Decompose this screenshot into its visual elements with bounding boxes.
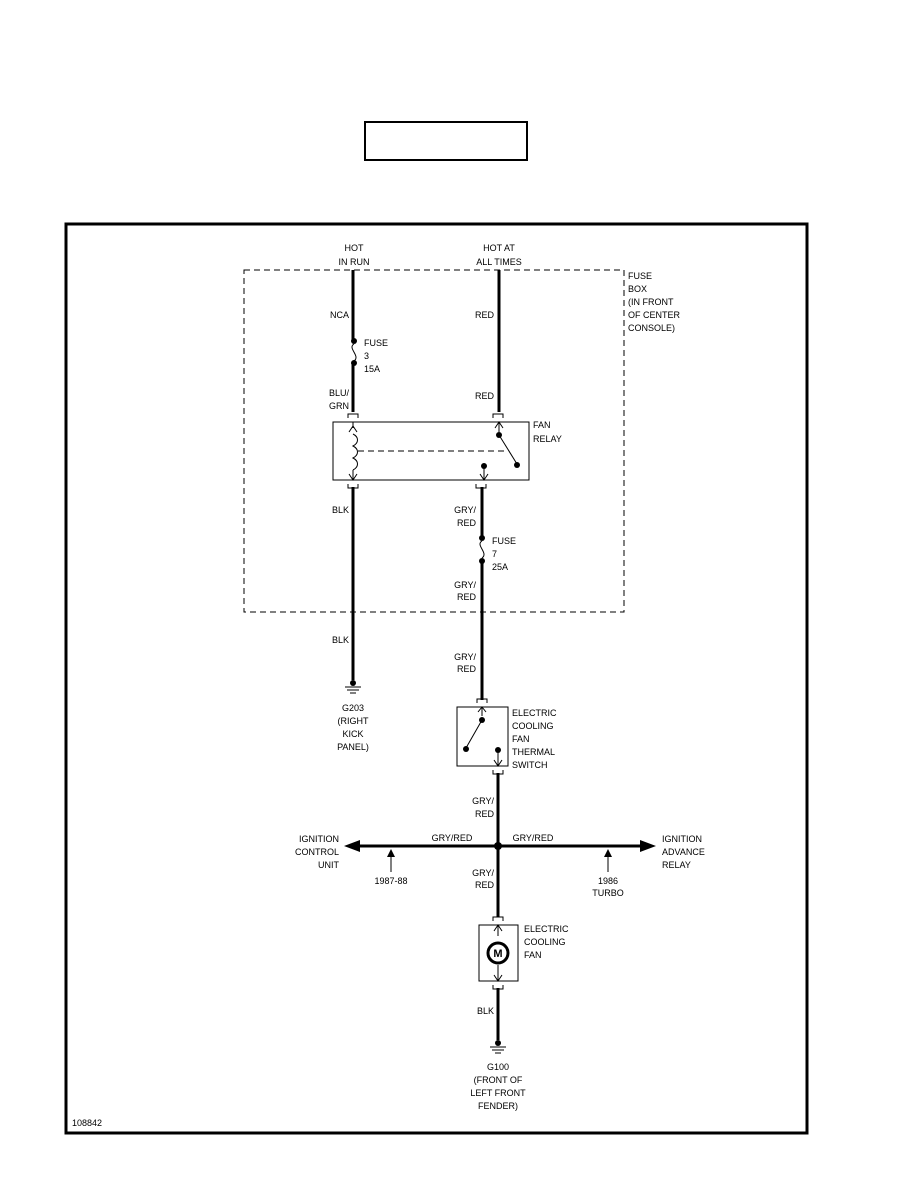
wire-label-red-top: RED (475, 310, 495, 320)
ground-g100-symbol (490, 1040, 506, 1054)
svg-text:COOLING: COOLING (524, 937, 566, 947)
svg-text:7: 7 (492, 549, 497, 559)
source-hot-in-run: HOT IN RUN (339, 243, 370, 267)
svg-text:FAN: FAN (533, 420, 551, 430)
cooling-fan-motor (478, 916, 519, 990)
svg-text:FUSE: FUSE (492, 536, 516, 546)
svg-text:FAN: FAN (512, 734, 530, 744)
diagram-frame (64, 222, 809, 1135)
svg-text:UNIT: UNIT (318, 860, 339, 870)
ignition-advance-relay-label: IGNITION ADVANCE RELAY (662, 834, 705, 870)
svg-text:3: 3 (364, 351, 369, 361)
wire-label-blk-2: BLK (332, 635, 349, 645)
svg-text:IN RUN: IN RUN (339, 257, 370, 267)
wire-label-gry-red-3: GRY/ RED (454, 652, 476, 674)
svg-text:GRY/: GRY/ (472, 796, 494, 806)
wire-label-gry-red-left: GRY/RED (432, 833, 473, 843)
svg-text:RED: RED (457, 664, 477, 674)
pointer-1987-88: 1987-88 (374, 849, 408, 886)
svg-text:HOT: HOT (345, 243, 365, 253)
svg-text:G100: G100 (487, 1062, 509, 1072)
wire-label-gry-red-4: GRY/ RED (472, 796, 494, 819)
svg-text:FUSE: FUSE (628, 271, 652, 281)
svg-text:RED: RED (475, 809, 495, 819)
svg-text:SWITCH: SWITCH (512, 760, 548, 770)
svg-text:1986: 1986 (598, 876, 618, 886)
wire-label-blk-bottom: BLK (477, 1006, 494, 1016)
svg-text:TURBO: TURBO (592, 888, 624, 898)
svg-text:LEFT FRONT: LEFT FRONT (470, 1088, 526, 1098)
cooling-fan-label: ELECTRIC COOLING FAN (524, 924, 569, 960)
svg-text:BOX: BOX (628, 284, 647, 294)
svg-text:FENDER): FENDER) (478, 1101, 518, 1111)
svg-text:COOLING: COOLING (512, 721, 554, 731)
svg-text:ELECTRIC: ELECTRIC (512, 708, 557, 718)
ground-g203-label: G203 (RIGHT KICK PANEL) (337, 703, 369, 752)
svg-text:15A: 15A (364, 364, 380, 374)
pointer-1986-turbo: 1986 TURBO (592, 849, 624, 898)
svg-text:IGNITION: IGNITION (299, 834, 339, 844)
wire-label-gry-red-5: GRY/ RED (472, 868, 494, 890)
fuse-7: FUSE 7 25A (479, 535, 516, 572)
svg-text:(IN FRONT: (IN FRONT (628, 297, 674, 307)
svg-text:KICK: KICK (342, 729, 363, 739)
ground-g203-symbol (345, 680, 361, 694)
svg-text:CONSOLE): CONSOLE) (628, 323, 675, 333)
svg-text:FUSE: FUSE (364, 338, 388, 348)
svg-text:CONTROL: CONTROL (295, 847, 339, 857)
svg-text:G203: G203 (342, 703, 364, 713)
splice-line (344, 840, 656, 852)
ground-g100-label: G100 (FRONT OF LEFT FRONT FENDER) (470, 1062, 526, 1111)
svg-text:ADVANCE: ADVANCE (662, 847, 705, 857)
title-box (364, 121, 528, 161)
svg-text:GRY/: GRY/ (454, 580, 476, 590)
svg-text:RELAY: RELAY (533, 434, 562, 444)
wire-label-gry-red-1: GRY/ RED (454, 505, 476, 528)
svg-text:OF CENTER: OF CENTER (628, 310, 681, 320)
wire-label-blk-1: BLK (332, 505, 349, 515)
svg-text:HOT AT: HOT AT (483, 243, 515, 253)
wire-label-red-mid: RED (475, 391, 495, 401)
figure-number: 108842 (72, 1118, 102, 1128)
svg-text:25A: 25A (492, 562, 508, 572)
svg-text:RELAY: RELAY (662, 860, 691, 870)
svg-text:BLU/: BLU/ (329, 388, 350, 398)
svg-text:RED: RED (457, 592, 477, 602)
motor-symbol: M (493, 948, 502, 960)
wire-label-gry-red-right: GRY/RED (513, 833, 554, 843)
svg-text:(RIGHT: (RIGHT (338, 716, 369, 726)
svg-text:ELECTRIC: ELECTRIC (524, 924, 569, 934)
svg-text:IGNITION: IGNITION (662, 834, 702, 844)
svg-text:RED: RED (457, 518, 477, 528)
thermal-switch (456, 698, 509, 775)
wire-label-blu-grn: BLU/ GRN (329, 388, 350, 411)
svg-text:FAN: FAN (524, 950, 542, 960)
svg-text:(FRONT OF: (FRONT OF (474, 1075, 523, 1085)
wire-label-nca: NCA (330, 310, 349, 320)
fuse-box-label: FUSE BOX (IN FRONT OF CENTER CONSOLE) (628, 271, 681, 333)
fan-relay (332, 413, 530, 489)
svg-text:GRY/: GRY/ (454, 505, 476, 515)
svg-text:GRY/: GRY/ (454, 652, 476, 662)
fuse-box-outline (243, 269, 625, 613)
thermal-switch-label: ELECTRIC COOLING FAN THERMAL SWITCH (512, 708, 557, 770)
svg-text:ALL TIMES: ALL TIMES (476, 257, 522, 267)
svg-text:PANEL): PANEL) (337, 742, 369, 752)
source-hot-at-all-times: HOT AT ALL TIMES (476, 243, 522, 267)
ignition-control-unit-label: IGNITION CONTROL UNIT (295, 834, 340, 870)
svg-text:GRY/: GRY/ (472, 868, 494, 878)
svg-text:GRN: GRN (329, 401, 349, 411)
wire-label-gry-red-2: GRY/ RED (454, 580, 476, 602)
svg-text:RED: RED (475, 880, 495, 890)
svg-text:1987-88: 1987-88 (374, 876, 407, 886)
fuse-3: FUSE 3 15A (351, 338, 388, 374)
fan-relay-label: FAN RELAY (533, 420, 562, 444)
svg-text:THERMAL: THERMAL (512, 747, 555, 757)
